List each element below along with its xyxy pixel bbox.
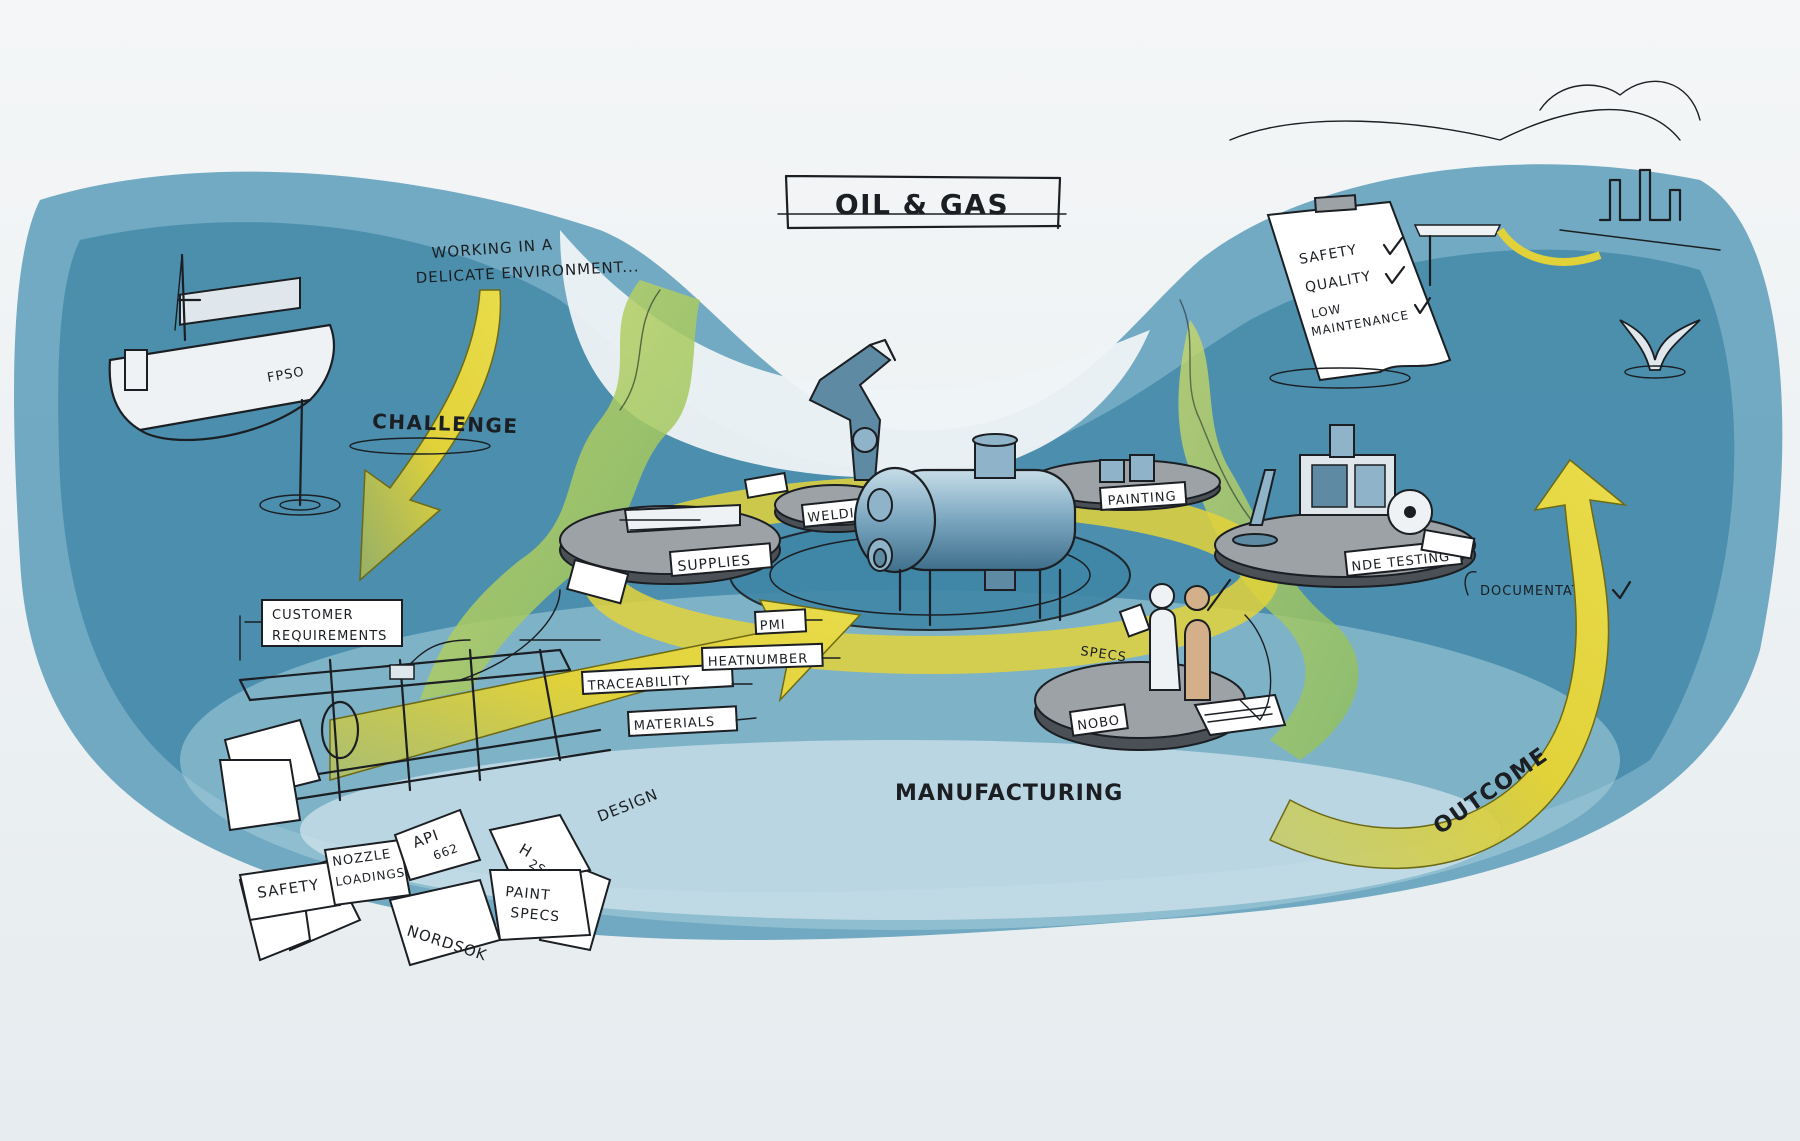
supplies-label: SUPPLIES — [677, 553, 752, 575]
skyline — [1229, 80, 1721, 287]
pipeline-rig — [238, 589, 612, 802]
painting-platform: PAINTING — [1029, 454, 1221, 512]
heatnumber-label: HEATNUMBER — [708, 652, 809, 670]
challenge-label: CHALLENGE — [372, 409, 519, 438]
doc-paint-line1: PAINT — [505, 884, 552, 904]
doc-paint-line2: SPECS — [510, 905, 561, 925]
design-tags: TRACEABILITY MATERIALS HEATNUMBER PMI — [580, 608, 841, 738]
pressure-vessel — [853, 433, 1077, 627]
supplies-platform: SUPPLIES — [559, 503, 781, 605]
customer-requirements: CUSTOMER REQUIREMENTS — [239, 599, 403, 661]
whale-tail — [1619, 319, 1701, 379]
customer-line2: REQUIREMENTS — [272, 629, 387, 644]
fpso-label: FPSO — [266, 365, 306, 386]
fpso-vessel: FPSO — [108, 253, 341, 516]
materials-label: MATERIALS — [633, 715, 715, 734]
doc-api — [393, 808, 482, 882]
nobo-label: NOBO — [1076, 713, 1121, 734]
doc-paint — [488, 869, 592, 942]
clipboard-item-low: LOW — [1310, 302, 1343, 321]
traceability-label: TRACEABILITY — [586, 674, 691, 694]
title-box: OIL & GAS — [777, 174, 1067, 230]
pmi-label: PMI — [759, 618, 786, 634]
challenge-arrow — [359, 289, 502, 582]
nobo-platform: NOBO SPECS — [1034, 578, 1287, 751]
document-pile: SAFETY NOZZLE LOADINGS API 662 H 2S PAIN… — [218, 718, 612, 967]
manufacturing-label: MANUFACTURING — [895, 781, 1123, 806]
page-title: OIL & GAS — [835, 188, 1009, 221]
customer-line1: CUSTOMER — [272, 608, 353, 623]
doc-norsok — [388, 878, 502, 967]
doc-h2s — [488, 813, 592, 887]
painting-label: PAINTING — [1107, 489, 1177, 509]
nde-platform: NDE TESTING — [1214, 424, 1476, 588]
specs-label: SPECS — [1079, 644, 1127, 665]
clipboard: SAFETY QUALITY LOW MAINTENANCE — [1266, 194, 1452, 389]
